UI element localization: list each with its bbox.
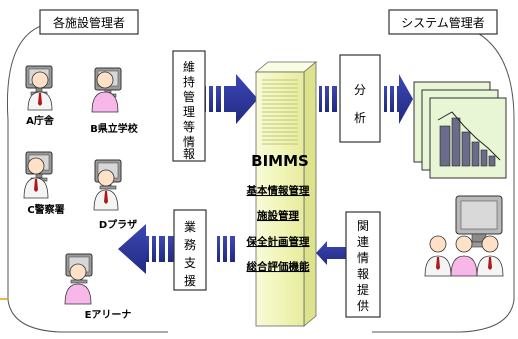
box-maintenance-info-char-0: 維: [183, 60, 195, 74]
bimms-server: [254, 61, 318, 327]
box-maintenance-info-char-3: 理: [183, 105, 195, 119]
arrow-maintenance-to-bimms: [203, 74, 258, 124]
box-maintenance-info-char-5: 情: [183, 135, 195, 149]
box-related-info: 関 連 情 報 提 供: [345, 211, 381, 318]
facility-label-b: B県立学校: [90, 122, 139, 135]
right-group-title: システム管理者: [388, 9, 498, 35]
box-related-info-char-3: 報: [357, 267, 369, 281]
person-icon: [23, 157, 49, 199]
arrow-related-info-to-bimms: [316, 241, 346, 265]
box-business-support-char-0: 業: [184, 220, 196, 234]
box-analysis: 分 析: [339, 54, 381, 143]
workstation-c: [23, 151, 53, 199]
left-group-frame: [6, 21, 168, 333]
function-3: 総合評価機能: [247, 260, 310, 273]
report-documents-icon: [413, 81, 507, 179]
person-icon: [91, 71, 119, 113]
facility-label-c: C警察署: [27, 203, 64, 216]
box-business-support-char-3: 援: [184, 274, 196, 288]
workstation-d: [93, 159, 122, 211]
facility-label-e: Eアリーナ: [85, 309, 132, 321]
workstation-e: [64, 253, 93, 305]
box-maintenance-info-char-2: 管: [183, 89, 195, 104]
system-name: BIMMS: [251, 152, 309, 170]
box-related-info-char-0: 関: [357, 219, 369, 233]
svg-text:各施設管理者: 各施設管理者: [53, 15, 125, 30]
box-related-info-char-4: 提: [357, 282, 369, 297]
person-icon: [27, 71, 53, 111]
arrow-analysis-to-reports: [384, 74, 413, 124]
facility-label-d: Dプラザ: [99, 218, 137, 231]
person-icon: [64, 263, 92, 305]
box-business-support: 業 務 支 援: [173, 209, 207, 291]
arrow-business-support-to-facilities: [217, 236, 235, 262]
workstation-b: [91, 67, 122, 113]
box-maintenance-info-char-1: 持: [183, 74, 195, 89]
function-1: 施設管理: [257, 209, 299, 222]
function-2: 保全計画管理: [246, 235, 310, 248]
box-business-support-char-2: 支: [184, 256, 196, 270]
function-0: 基本情報管理: [246, 184, 310, 197]
box-analysis-char-1: 析: [354, 111, 366, 125]
box-maintenance-info-char-4: 等: [183, 120, 195, 134]
arrow-support-to-left: [118, 224, 180, 274]
box-business-support-char-1: 務: [184, 238, 196, 252]
server-vents: [262, 79, 298, 145]
box-maintenance-info: 維 持 管 理 等 情 報: [172, 50, 206, 162]
admin-person-2: [450, 235, 478, 277]
svg-text:システム管理者: システム管理者: [401, 15, 485, 30]
person-icon: [93, 169, 119, 211]
box-analysis-char-0: 分: [354, 83, 366, 97]
admin-person-3: [476, 235, 504, 277]
bar-chart-icon: [439, 117, 496, 167]
left-group-title: 各施設管理者: [39, 9, 139, 35]
box-related-info-char-2: 情: [357, 251, 369, 265]
facility-label-a: A庁舎: [26, 114, 55, 127]
admin-person-1: [424, 235, 452, 277]
arrow-bimms-to-analysis: [319, 86, 337, 112]
workstation-a: [25, 65, 53, 111]
box-related-info-char-5: 供: [357, 299, 369, 313]
box-related-info-char-1: 連: [357, 235, 369, 249]
box-maintenance-info-char-6: 報: [183, 147, 195, 161]
